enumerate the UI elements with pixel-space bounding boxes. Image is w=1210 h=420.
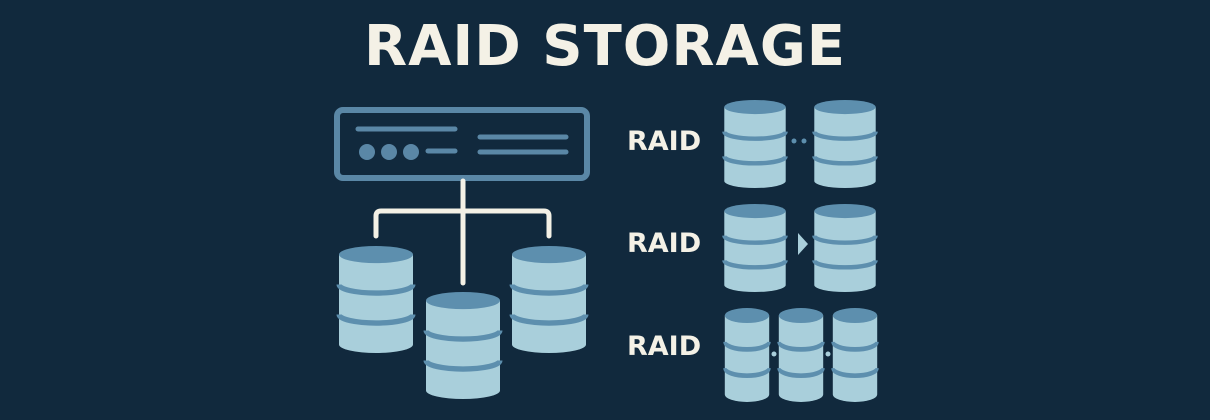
- database-icon: [779, 308, 823, 402]
- raid-label-row-1: RAID: [627, 126, 702, 157]
- database-icon: [426, 292, 500, 399]
- server-icon: [334, 107, 590, 181]
- database-icon: [725, 308, 769, 402]
- database-icon: [724, 100, 785, 188]
- arrow-right-icon: [798, 233, 808, 255]
- database-icon: [339, 246, 413, 353]
- dots-icon: [791, 138, 807, 144]
- database-icon: [724, 204, 785, 292]
- page-title: RAID STORAGE: [363, 14, 847, 79]
- database-icon: [814, 204, 875, 292]
- raid-label-row-2: RAID: [627, 228, 702, 259]
- dots-icon: [771, 351, 831, 357]
- database-icon: [512, 246, 586, 353]
- raid-label-row-3: RAID: [627, 331, 702, 362]
- database-icon: [814, 100, 875, 188]
- connection-wires: [373, 178, 552, 286]
- database-icon: [833, 308, 877, 402]
